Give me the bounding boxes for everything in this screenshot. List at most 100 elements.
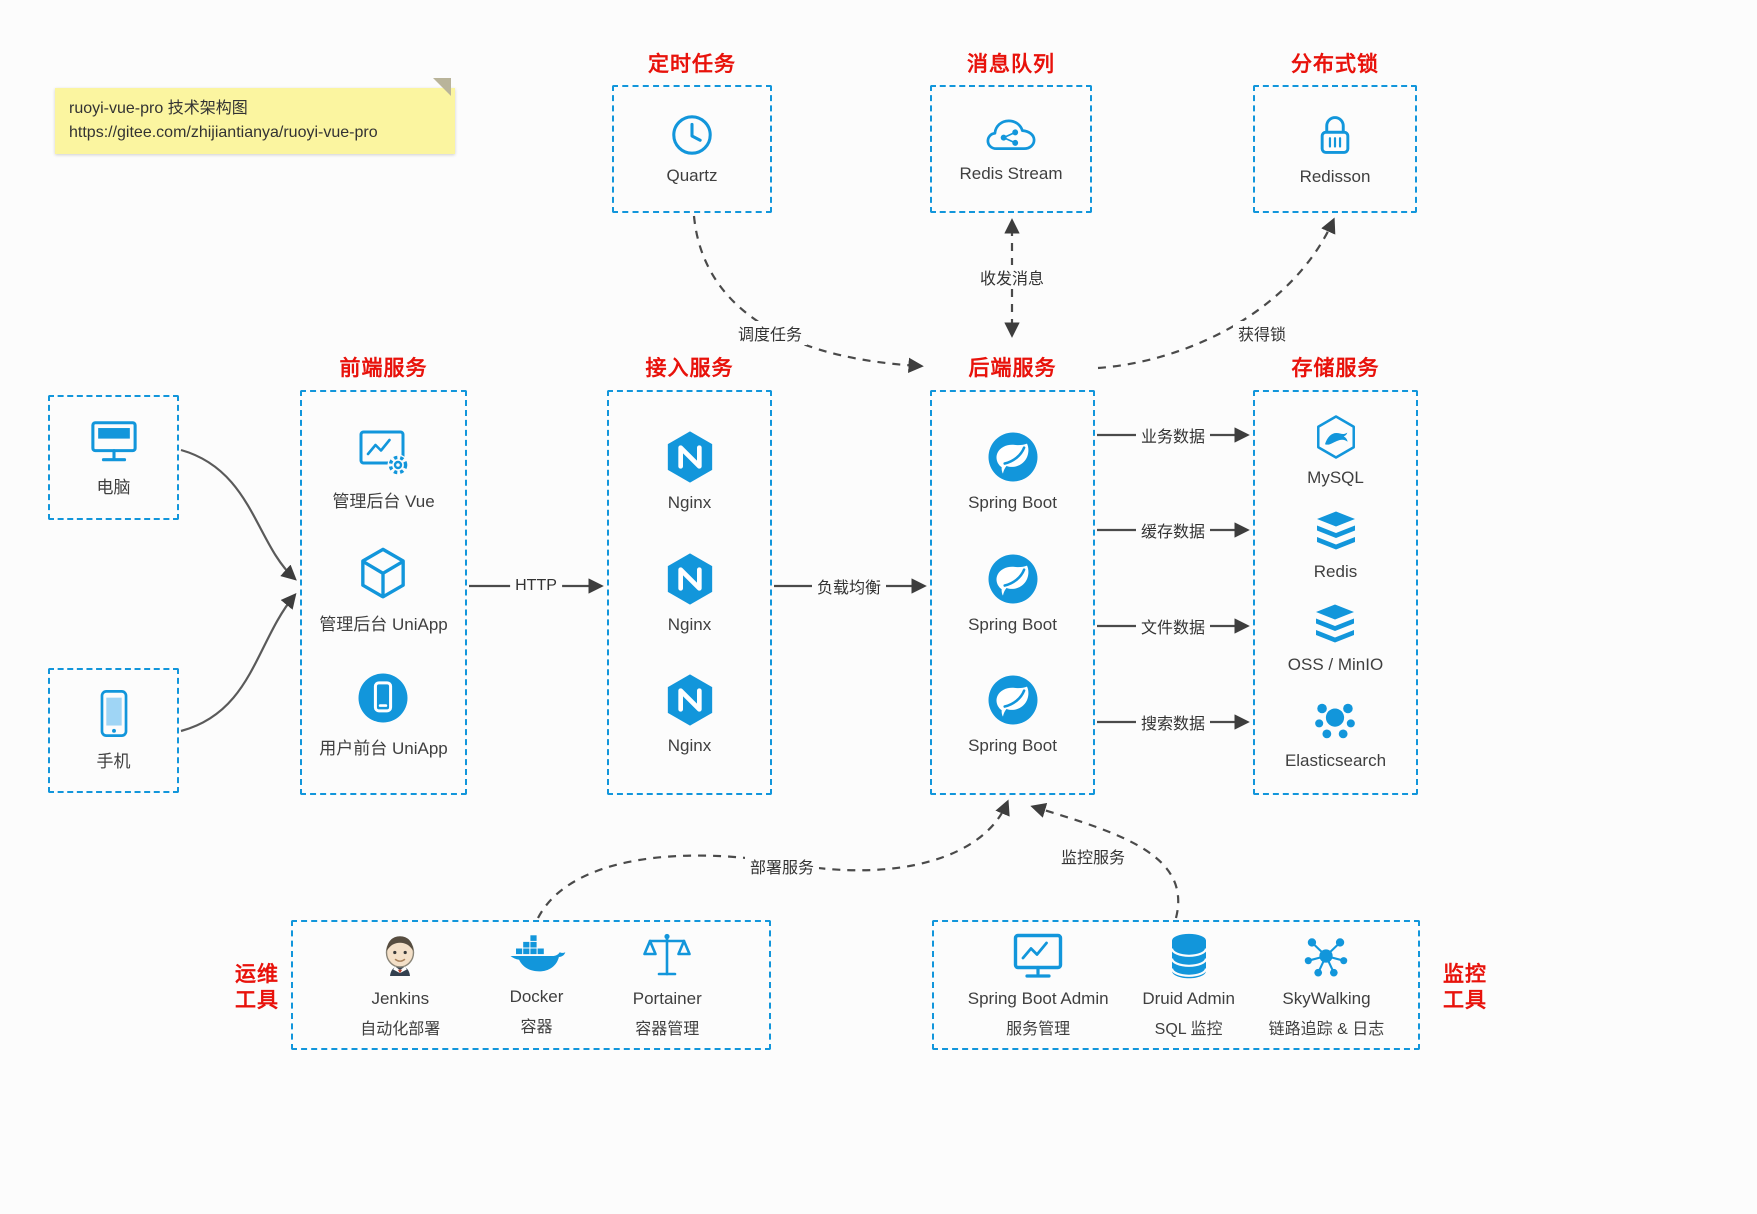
node-quartz: Quartz — [666, 112, 718, 186]
spring-boot-icon — [988, 554, 1037, 603]
edge-label-file: 文件数据 — [1135, 614, 1211, 638]
spring-boot-icon — [988, 432, 1037, 482]
monitor-chart-icon — [1013, 933, 1063, 978]
node-label: 管理后台 UniApp — [319, 615, 448, 634]
elasticsearch-icon — [1315, 703, 1356, 739]
node-spring-boot: Spring Boot — [968, 551, 1057, 635]
ops-tools-label: 运维 工具 — [230, 962, 284, 1015]
group-title-backend: 后端服务 — [968, 357, 1057, 380]
edge-label-cache: 缓存数据 — [1135, 518, 1211, 542]
frontend-services-box: 管理后台 Vue 管理后台 UniApp 用户前台 UniApp — [300, 390, 467, 795]
node-pc: 电脑 — [88, 417, 140, 498]
jenkins-icon — [386, 936, 415, 976]
node-nginx: Nginx — [662, 551, 718, 635]
group-title-storage: 存储服务 — [1291, 357, 1380, 380]
edge-label-message: 收发消息 — [974, 265, 1050, 289]
node-desc: SQL 监控 — [1154, 1021, 1223, 1038]
node-redisson: Redisson — [1299, 111, 1371, 187]
node-elasticsearch: Elasticsearch — [1285, 697, 1386, 771]
node-nginx: Nginx — [662, 672, 718, 756]
node-redis-stream: Redis Stream — [960, 114, 1062, 184]
node-label: Jenkins — [371, 989, 430, 1008]
spring-boot-icon — [988, 675, 1037, 725]
monitoring-tools-box: Spring Boot Admin 服务管理 Druid Admin SQL 监… — [932, 920, 1420, 1050]
redisson-box: Redisson — [1253, 85, 1417, 213]
node-label: 管理后台 Vue — [332, 491, 435, 511]
node-label: Nginx — [667, 614, 712, 634]
node-label: Nginx — [667, 493, 712, 513]
node-desc: 服务管理 — [1006, 1021, 1071, 1038]
skywalking-icon — [1305, 938, 1348, 977]
node-label: Elasticsearch — [1284, 751, 1387, 771]
node-jenkins: Jenkins 自动化部署 — [360, 931, 440, 1039]
client-phone-box: 手机 — [48, 668, 179, 793]
node-label: Nginx — [667, 735, 712, 755]
node-spring-boot: Spring Boot — [968, 672, 1057, 756]
group-title-gateway: 接入服务 — [645, 357, 734, 380]
user-app-icon — [358, 673, 408, 722]
node-druid-admin: Druid Admin SQL 监控 — [1142, 931, 1235, 1039]
node-label: Redisson — [1299, 167, 1371, 186]
node-label: Quartz — [666, 166, 718, 185]
uniapp-box-icon — [361, 547, 406, 599]
storage-services-box: MySQL Redis OSS / MinIO — [1253, 390, 1418, 795]
node-desc: 容器管理 — [635, 1021, 700, 1038]
cloud-network-icon — [986, 119, 1036, 151]
node-phone: 手机 — [94, 689, 134, 772]
admin-vue-icon — [359, 430, 408, 475]
node-oss-minio: OSS / MinIO — [1288, 603, 1383, 675]
note-title: ruoyi-vue-pro 技术架构图 — [69, 100, 248, 117]
node-label: Portainer — [632, 989, 702, 1008]
node-label: SkyWalking — [1282, 989, 1371, 1008]
node-admin-vue: 管理后台 Vue — [332, 427, 435, 512]
backend-services-box: Spring Boot Spring Boot Spring Boot — [930, 390, 1095, 795]
nginx-icon — [667, 431, 712, 483]
oss-layers-icon — [1316, 604, 1355, 643]
node-spring-boot-admin: Spring Boot Admin 服务管理 — [968, 931, 1109, 1039]
node-label: Druid Admin — [1142, 989, 1235, 1008]
node-label: Docker — [509, 987, 564, 1006]
desktop-icon — [90, 421, 137, 462]
edge-label-load-balance: 负载均衡 — [811, 574, 887, 598]
client-pc-box: 电脑 — [48, 395, 179, 520]
node-redis: Redis — [1311, 510, 1361, 582]
edge-label-schedule: 调度任务 — [732, 321, 808, 345]
quartz-box: Quartz — [612, 85, 772, 213]
node-label: 手机 — [96, 752, 131, 771]
edge-label-deploy: 部署服务 — [744, 854, 820, 878]
node-label: Redis — [1313, 561, 1358, 581]
node-docker: Docker 容器 — [508, 933, 566, 1037]
node-label: Spring Boot Admin — [967, 989, 1109, 1008]
node-label: Spring Boot — [968, 735, 1057, 755]
gateway-services-box: Nginx Nginx Nginx — [607, 390, 772, 795]
edge-label-business: 业务数据 — [1135, 423, 1211, 447]
node-label: Spring Boot — [968, 614, 1057, 634]
clock-icon — [672, 115, 712, 155]
group-title-message-queue: 消息队列 — [967, 53, 1055, 76]
docker-icon — [510, 935, 565, 972]
database-icon — [1170, 933, 1207, 979]
node-nginx: Nginx — [662, 429, 718, 513]
node-label: 电脑 — [96, 478, 131, 497]
note-url: https://gitee.com/zhijiantianya/ruoyi-vu… — [69, 124, 378, 141]
node-label: 用户前台 UniApp — [319, 738, 448, 758]
edge-label-monitor: 监控服务 — [1055, 844, 1131, 868]
ops-label-line1: 运维 — [235, 963, 279, 986]
note-fold-corner — [433, 78, 451, 96]
node-label: MySQL — [1307, 467, 1364, 487]
nginx-icon — [667, 674, 712, 726]
node-mysql: MySQL — [1307, 414, 1364, 488]
nginx-icon — [667, 552, 712, 605]
node-user-uniapp: 用户前台 UniApp — [319, 670, 448, 759]
node-desc: 自动化部署 — [360, 1021, 441, 1038]
node-spring-boot: Spring Boot — [968, 429, 1057, 513]
node-label: OSS / MinIO — [1287, 655, 1384, 675]
monitoring-label-line1: 监控 — [1443, 963, 1487, 986]
monitoring-tools-label: 监控 工具 — [1438, 962, 1492, 1015]
sticky-note: ruoyi-vue-pro 技术架构图 https://gitee.com/zh… — [55, 78, 455, 154]
node-admin-uniapp: 管理后台 UniApp — [319, 546, 448, 635]
group-title-distributed-lock: 分布式锁 — [1291, 53, 1379, 76]
edge-label-lock: 获得锁 — [1232, 321, 1292, 345]
